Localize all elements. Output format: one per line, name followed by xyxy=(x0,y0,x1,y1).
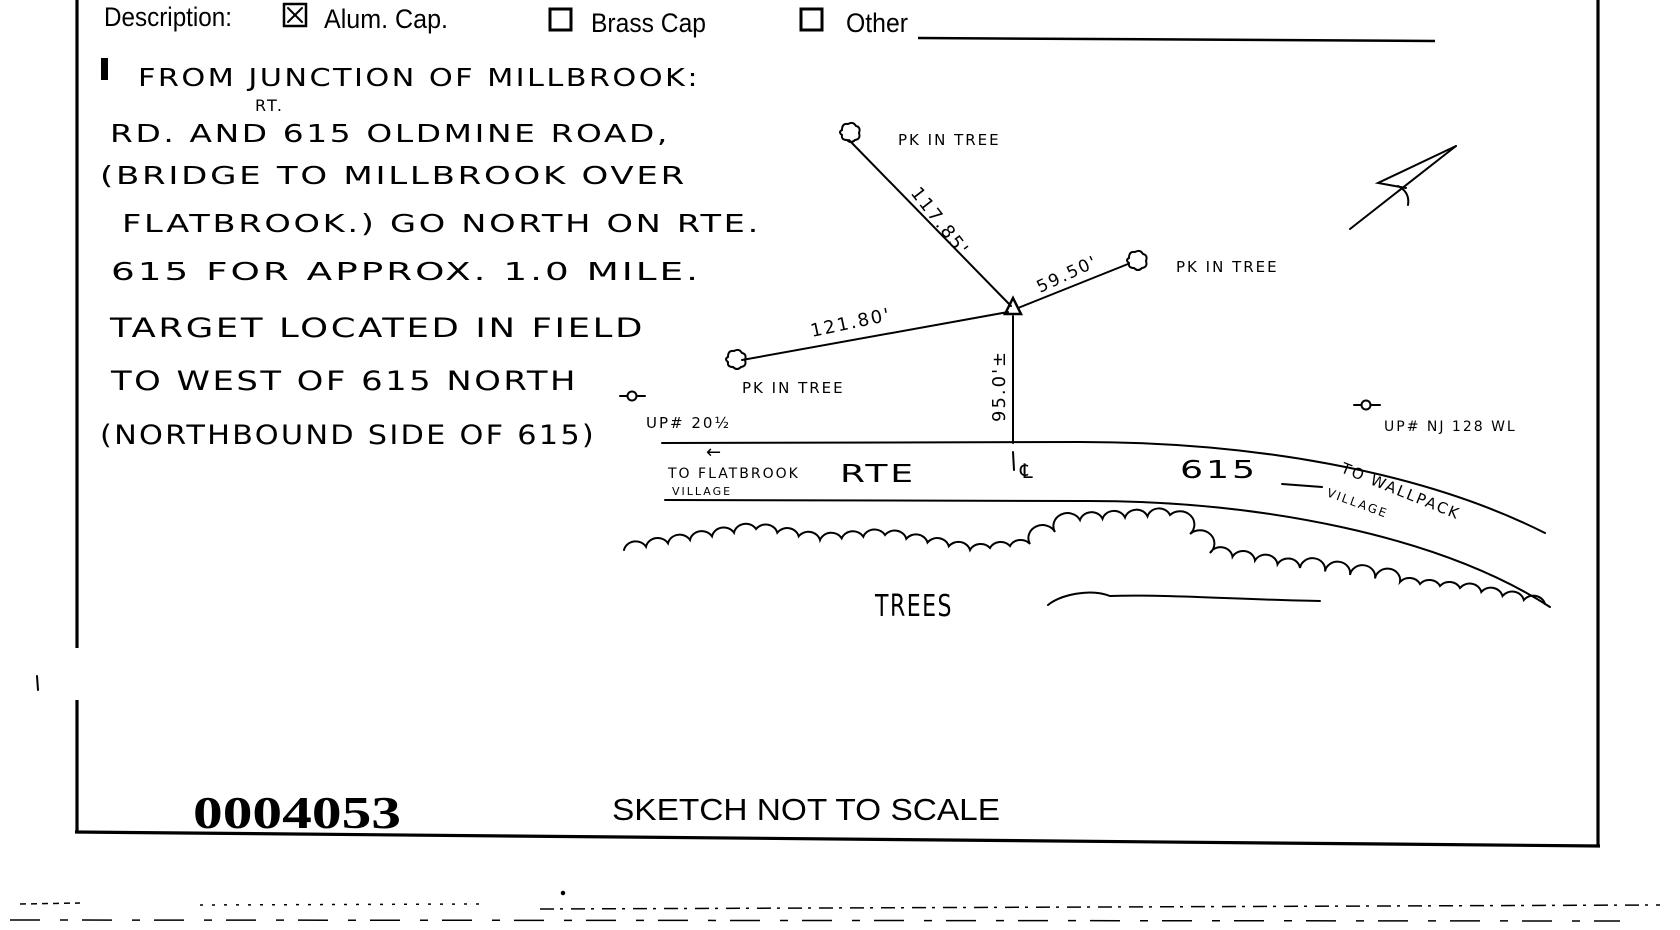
tie-line-east xyxy=(1017,263,1129,309)
other-input-line[interactable] xyxy=(917,36,1436,43)
utility-pole-icon xyxy=(619,390,646,402)
utility-pole-icon xyxy=(1353,399,1381,411)
road-edge-south xyxy=(664,499,1551,608)
directions-line-1: FROM JUNCTION OF MILLBROOK: xyxy=(138,63,700,92)
directions-line-7: TO WEST OF 615 NORTH xyxy=(110,366,578,397)
directions-line-5: 615 FOR APPROX. 1.0 MILE. xyxy=(111,257,701,286)
centerline-symbol: ℄ xyxy=(1019,459,1035,483)
west-destination-line2: VILLAGE xyxy=(672,485,732,498)
option-alum-cap: Alum. Cap. xyxy=(324,4,448,34)
tree-icon xyxy=(1126,249,1148,271)
distance-east: 59.50' xyxy=(1034,252,1102,298)
trees-leader-line xyxy=(1047,591,1321,606)
directions-insert: RT. xyxy=(255,96,284,115)
directions-line-6: TARGET LOCATED IN FIELD xyxy=(109,313,645,344)
west-destination-line1: TO FLATBROOK xyxy=(667,466,800,482)
arrow-left-icon: ← xyxy=(706,442,723,463)
trees-label: TREES xyxy=(874,589,953,624)
directions-line-4: FLATBROOK.) GO NORTH ON RTE. xyxy=(122,209,761,238)
location-sketch: PK IN TREE PK IN TREE PK IN TREE 117.85'… xyxy=(619,121,1551,624)
option-other: Other xyxy=(846,8,908,38)
directions-line-2: RD. AND 615 OLDMINE ROAD, xyxy=(110,119,670,148)
distance-north: 117.85' xyxy=(906,183,973,260)
tie-line-west xyxy=(741,311,1009,361)
tie-line-north xyxy=(848,139,1012,307)
pole-label-2: UP# NJ 128 WL xyxy=(1384,419,1517,435)
directions-line-3: (BRIDGE TO MILLBROOK OVER xyxy=(100,161,687,190)
scan-artifacts xyxy=(9,890,1661,922)
form-border xyxy=(36,0,1601,848)
east-destination-line1: TO WALLPACK xyxy=(1338,459,1464,524)
distance-road: 95.0'± xyxy=(989,350,1010,422)
pole-label-1: UP# 20½ xyxy=(646,414,731,432)
option-brass-cap: Brass Cap xyxy=(591,8,706,38)
distance-west: 121.80' xyxy=(809,304,894,342)
description-row: Description: Alum. Cap. Brass Cap Other xyxy=(104,2,1436,43)
tree-icon xyxy=(725,348,747,370)
target-triangle-icon xyxy=(1002,295,1024,316)
description-label: Description: xyxy=(104,2,232,32)
reference-label-north: PK IN TREE xyxy=(898,131,1001,149)
reference-label-east: PK IN TREE xyxy=(1176,258,1279,276)
scale-note: SKETCH NOT TO SCALE xyxy=(612,792,1000,827)
monument-id-number: 0004053 xyxy=(193,787,401,838)
checkbox-empty-icon[interactable] xyxy=(548,7,573,32)
checkbox-empty-icon[interactable] xyxy=(799,7,824,32)
road-number: 615 xyxy=(1180,455,1258,484)
reference-label-west: PK IN TREE xyxy=(742,379,845,397)
checkbox-checked-icon[interactable] xyxy=(282,2,308,28)
bracket-mark xyxy=(101,58,108,80)
road-edge-north xyxy=(661,440,1546,534)
tree-line xyxy=(623,507,1546,605)
arrow-right-icon xyxy=(1281,483,1323,488)
tree-icon xyxy=(839,121,861,143)
directions-line-8: (NORTHBOUND SIDE OF 615) xyxy=(100,420,596,451)
directions-text: FROM JUNCTION OF MILLBROOK: RT. RD. AND … xyxy=(100,58,761,451)
road-prefix: RTE xyxy=(840,459,916,488)
north-arrow-icon xyxy=(1349,145,1457,230)
